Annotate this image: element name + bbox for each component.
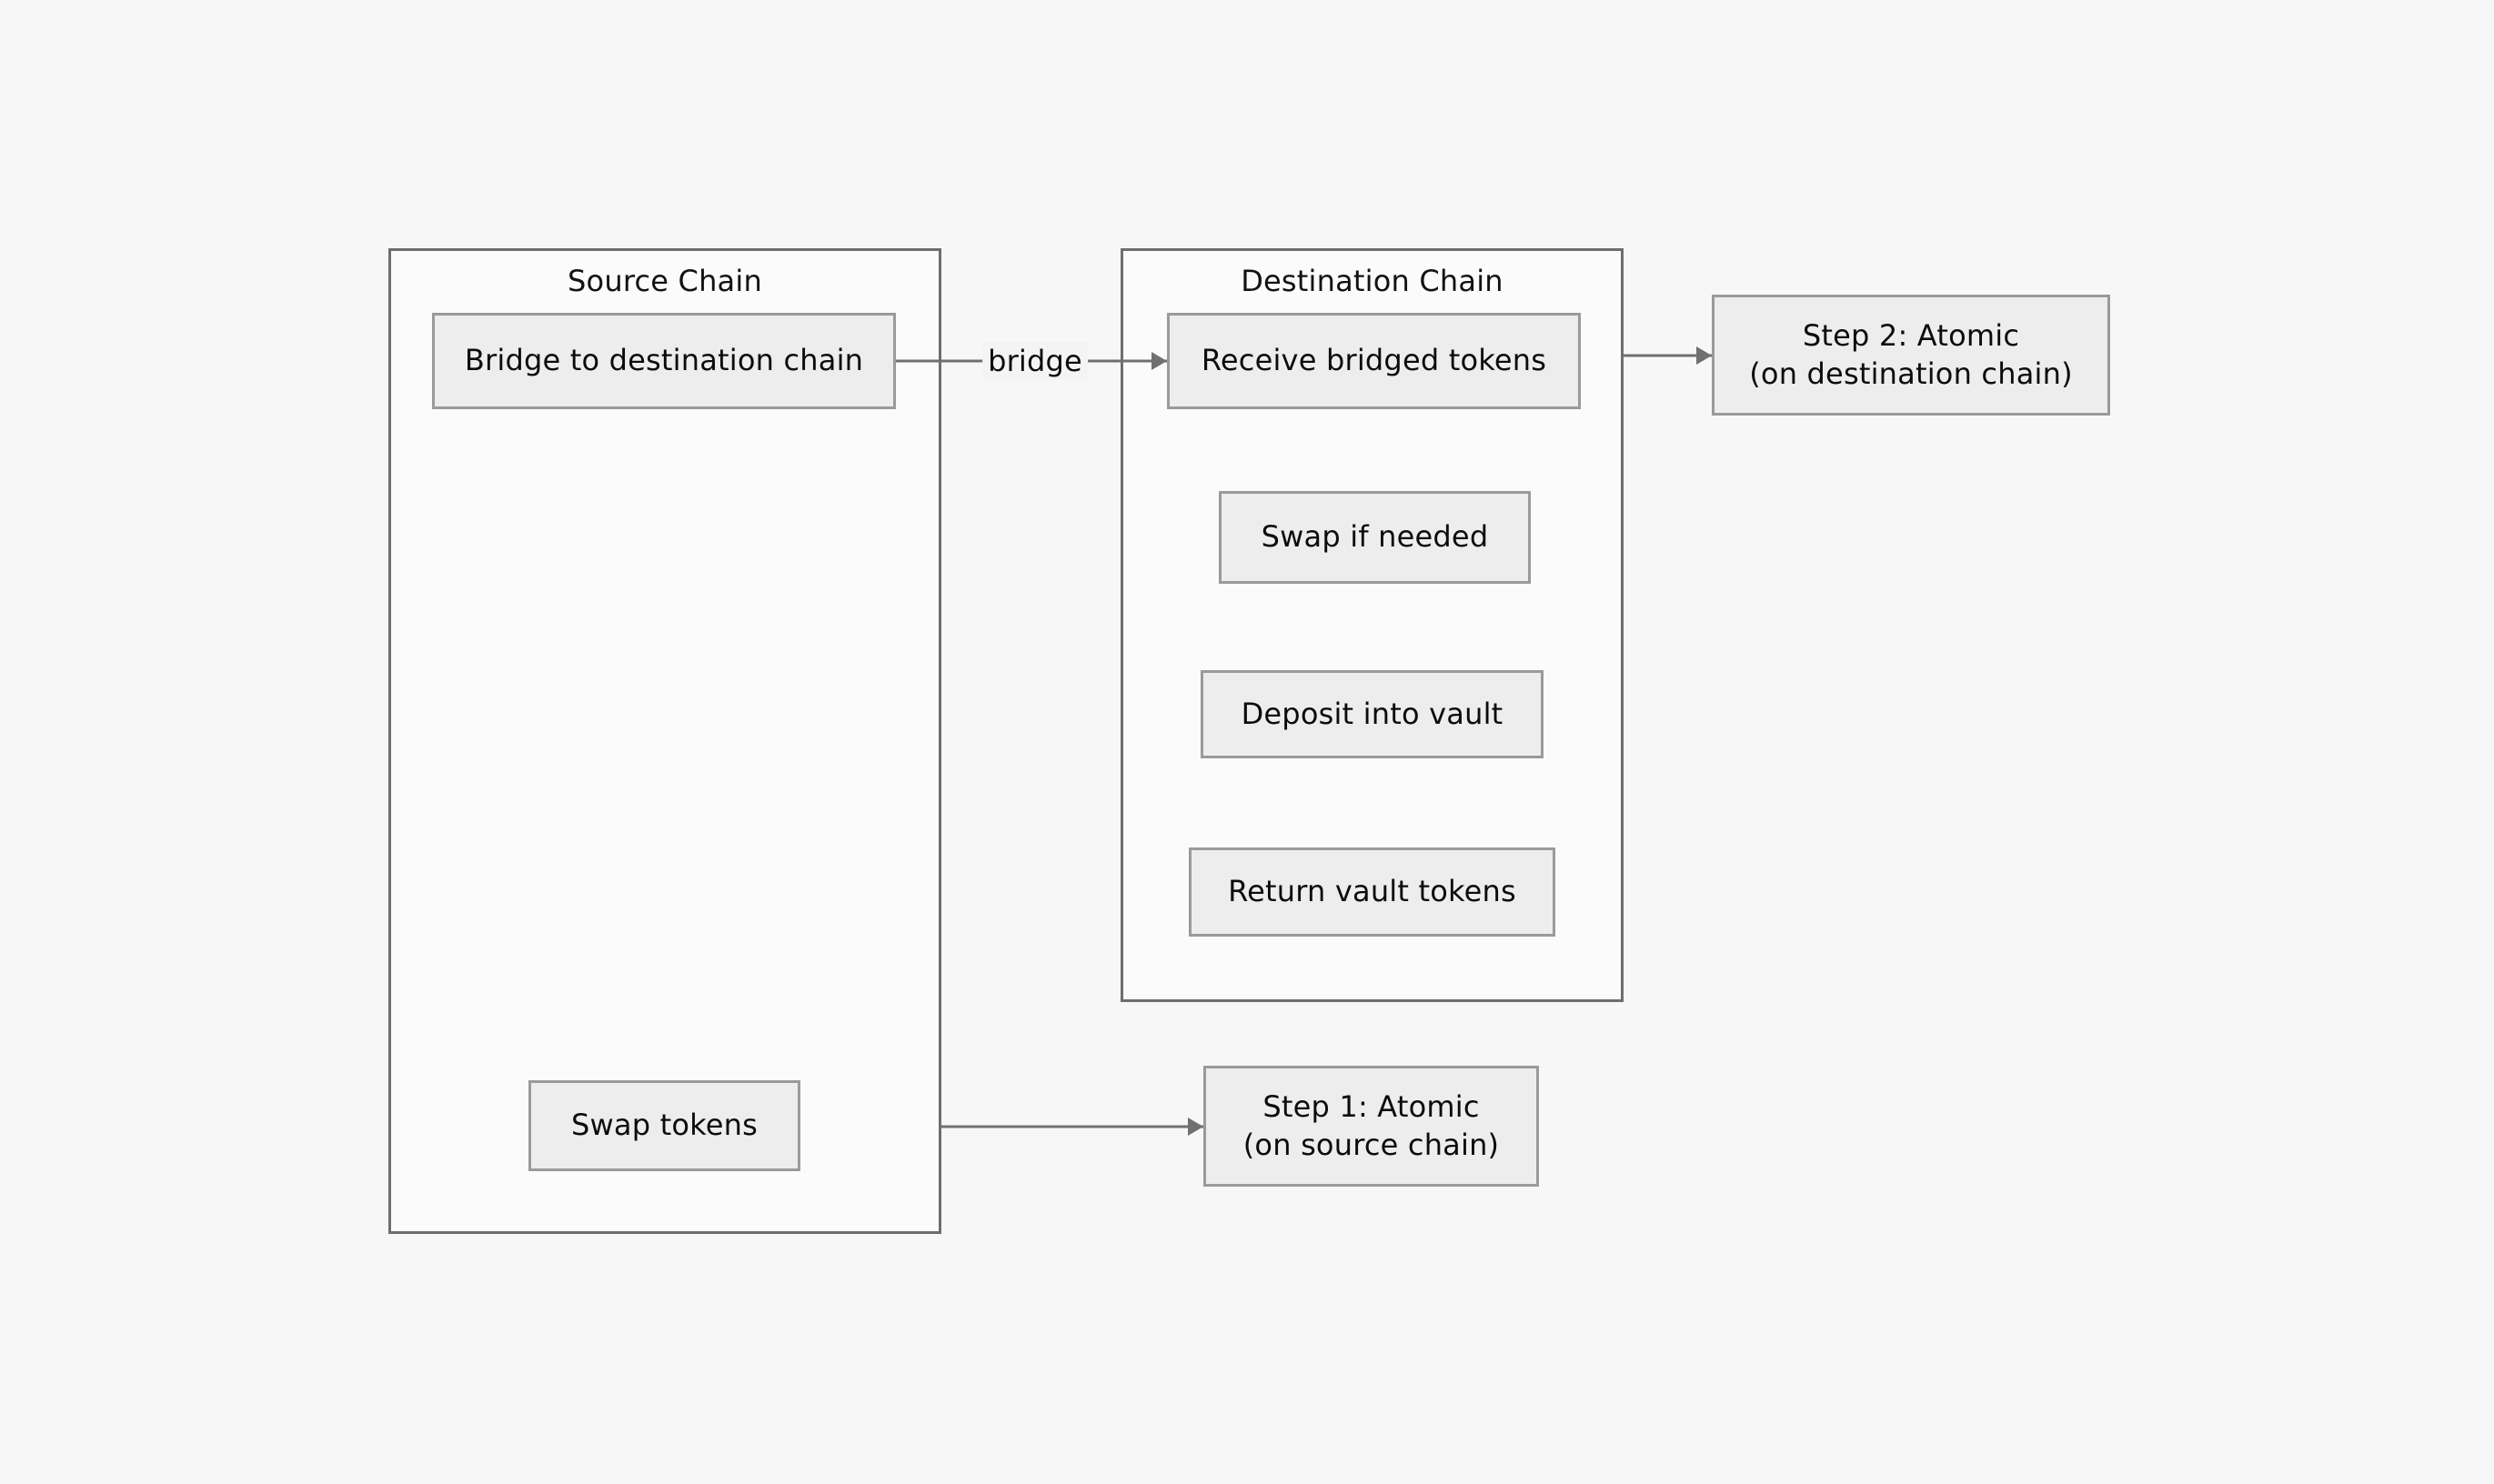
node-label-receive-bridged-tokens: Receive bridged tokens xyxy=(1201,343,1547,378)
node-deposit-into-vault[interactable]: Deposit into vault xyxy=(1201,670,1544,758)
node-step-2-atomic[interactable]: Step 2: Atomic (on destination chain) xyxy=(1712,295,2110,416)
container-title-source-chain: Source Chain xyxy=(568,264,762,298)
node-step-1-atomic[interactable]: Step 1: Atomic (on source chain) xyxy=(1203,1066,1539,1187)
node-return-vault-tokens[interactable]: Return vault tokens xyxy=(1189,847,1555,937)
node-label-swap-tokens: Swap tokens xyxy=(571,1108,758,1143)
node-label-return-vault-tokens: Return vault tokens xyxy=(1228,874,1516,909)
container-title-destination-chain: Destination Chain xyxy=(1241,264,1503,298)
node-swap-if-needed[interactable]: Swap if needed xyxy=(1219,491,1531,584)
node-label-bridge-to-destination-chain: Bridge to destination chain xyxy=(464,343,864,378)
node-label-step-1-atomic: Step 1: Atomic (on source chain) xyxy=(1242,1088,1500,1162)
edge-label-bridge: bridge xyxy=(982,342,1088,380)
node-bridge-to-destination-chain[interactable]: Bridge to destination chain xyxy=(432,313,896,409)
node-swap-tokens[interactable]: Swap tokens xyxy=(528,1080,800,1171)
edge-destination-to-step2 xyxy=(1624,346,1712,365)
container-source-chain[interactable]: Source Chain xyxy=(388,248,941,1234)
node-label-swap-if-needed: Swap if needed xyxy=(1261,519,1489,555)
node-label-deposit-into-vault: Deposit into vault xyxy=(1241,696,1503,731)
edge-source-to-step1 xyxy=(941,1118,1203,1136)
edge-source-to-step1-arrowhead xyxy=(1188,1118,1203,1136)
node-receive-bridged-tokens[interactable]: Receive bridged tokens xyxy=(1167,313,1581,409)
edge-destination-to-step2-arrowhead xyxy=(1696,346,1712,365)
node-label-step-2-atomic: Step 2: Atomic (on destination chain) xyxy=(1749,317,2073,391)
